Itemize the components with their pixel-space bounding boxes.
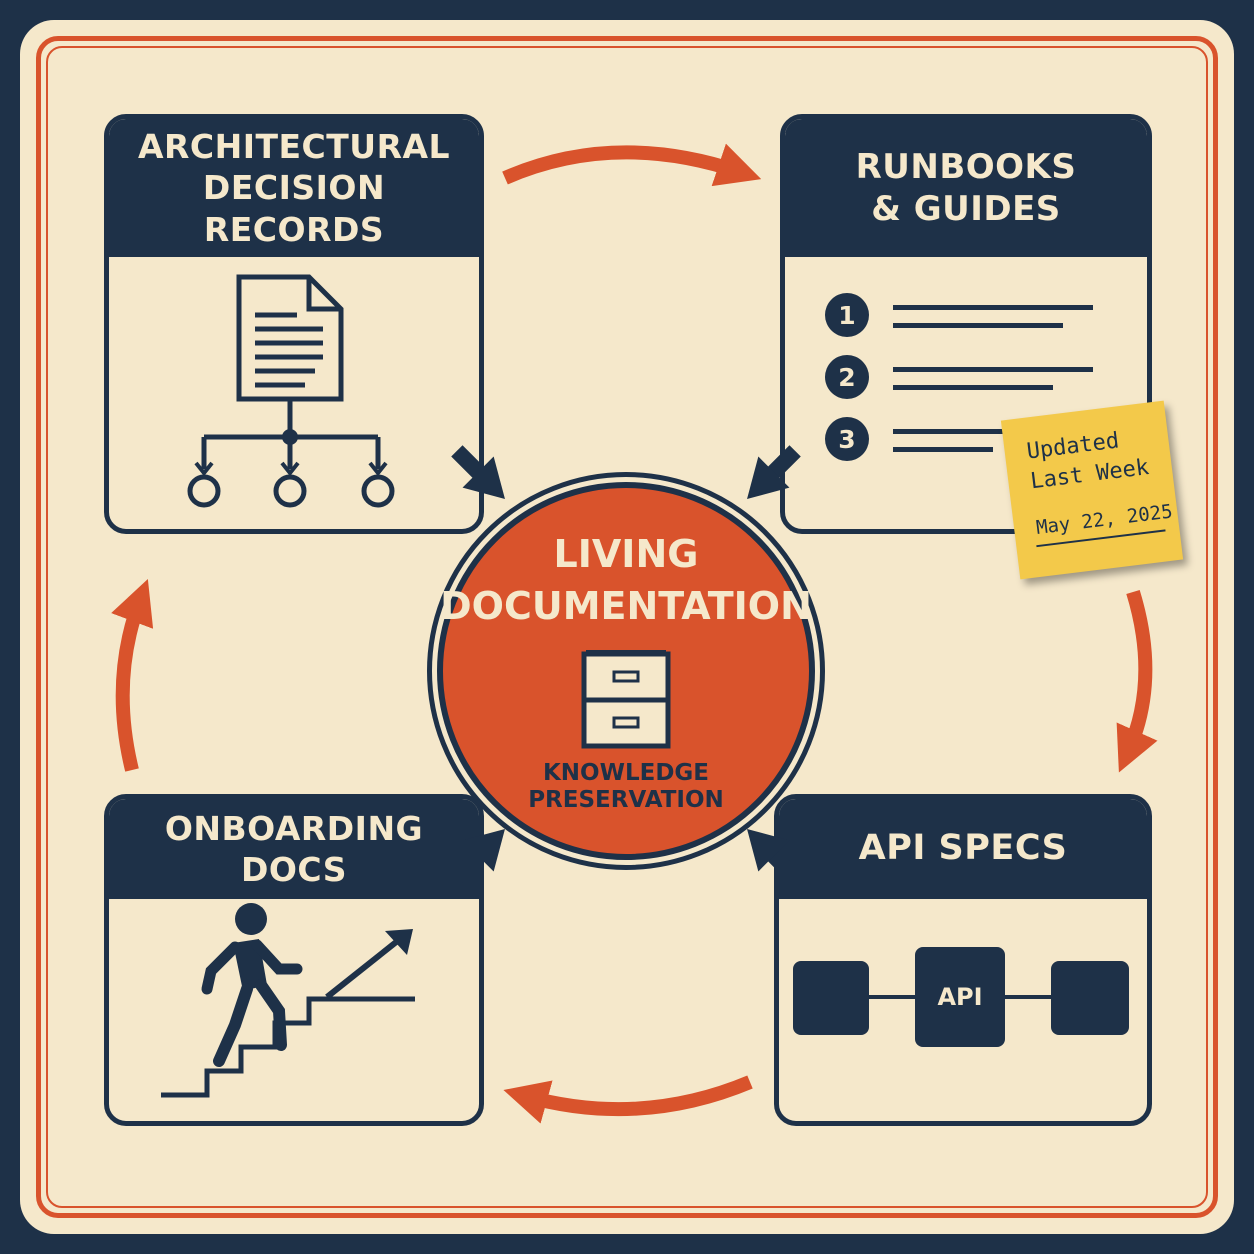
center-title: LIVING DOCUMENTATION (437, 528, 815, 633)
card-runbooks-title-line2: & GUIDES (871, 189, 1061, 229)
arrow-adr-to-runbooks (502, 143, 762, 187)
step-line (893, 367, 1093, 372)
center-title-line1: LIVING (553, 532, 699, 576)
sticky-note-date: May 22, 2025 (1034, 500, 1174, 539)
arrow-in-from-api (747, 829, 801, 883)
step-line (893, 429, 1013, 434)
card-runbooks-title-line1: RUNBOOKS (855, 146, 1077, 187)
step-badge-1: 1 (825, 293, 869, 337)
step-line (893, 323, 1063, 328)
center-subtitle: KNOWLEDGE PRESERVATION (437, 760, 815, 814)
center-subtitle-line1: KNOWLEDGE (542, 760, 710, 786)
card-onboarding-header: ONBOARDING DOCS (109, 799, 479, 899)
api-box: API (915, 947, 1005, 1047)
document-decision-tree-icon (187, 274, 395, 508)
card-adr-header: ARCHITECTURAL DECISION RECORDS (109, 119, 479, 257)
step-line (893, 447, 993, 452)
card-api-header: API SPECS (779, 799, 1147, 899)
step-badge-2: 2 (825, 355, 869, 399)
center-title-line2: DOCUMENTATION (440, 584, 812, 629)
card-onboarding-body (109, 899, 479, 1121)
arrow-onboarding-to-adr (111, 579, 154, 772)
outer-frame (36, 36, 1218, 1218)
step-line (893, 305, 1093, 310)
step-badge-3: 3 (825, 417, 869, 461)
step-line (893, 385, 1053, 390)
card-adr-title-line1: ARCHITECTURAL (137, 127, 451, 167)
card-runbooks-header: RUNBOOKS & GUIDES (785, 119, 1147, 257)
sticky-note: Updated Last Week May 22, 2025 (1000, 400, 1184, 580)
card-adr-body (109, 257, 479, 529)
card-api-title: API SPECS (858, 828, 1068, 869)
inner-frame (46, 46, 1208, 1208)
center-subtitle-line2: PRESERVATION (528, 787, 724, 814)
card-onboarding-title: ONBOARDING DOCS (164, 808, 424, 889)
arrow-in-from-adr (451, 445, 505, 499)
api-client-box (793, 961, 869, 1035)
card-architectural-decision-records: ARCHITECTURAL DECISION RECORDS (104, 114, 484, 534)
card-adr-title-line2: DECISION RECORDS (202, 168, 386, 249)
card-runbooks-body: 1 2 3 (785, 257, 1147, 529)
card-api-body: API (779, 899, 1147, 1121)
card-api-specs: API SPECS API (774, 794, 1152, 1126)
arrow-in-from-runbooks (747, 445, 801, 499)
card-onboarding-docs: ONBOARDING DOCS (104, 794, 484, 1126)
api-service-box (1051, 961, 1129, 1035)
arrow-api-to-onboarding (503, 1075, 753, 1124)
center-hub-ring (427, 472, 825, 870)
person-climbing-stairs-icon (161, 903, 415, 1098)
arrow-in-from-onboarding (451, 829, 505, 883)
arrow-runbooks-to-api (1116, 589, 1158, 773)
